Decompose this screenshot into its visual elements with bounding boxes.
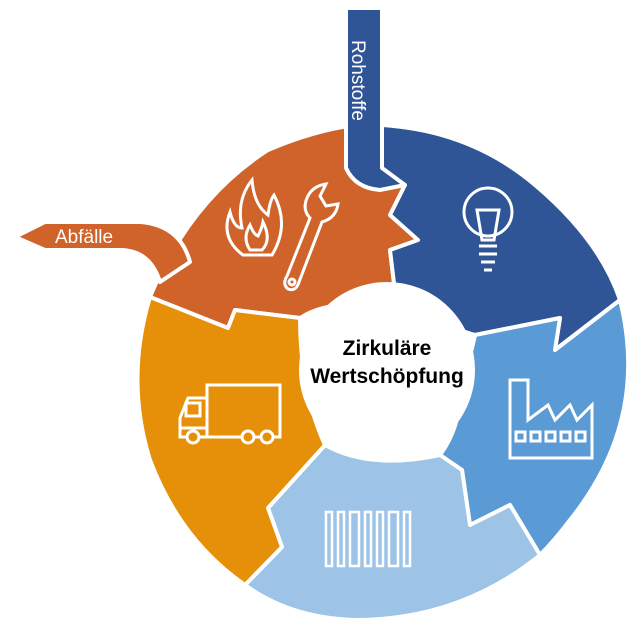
center-label-line1: Zirkuläre (343, 337, 432, 360)
input-arrow-label: Rohstoffe (347, 40, 368, 121)
wrench-icon (283, 182, 340, 292)
segment-distribution (243, 443, 542, 622)
light-bulb-icon (462, 186, 514, 272)
center-label-line2: Wertschöpfung (310, 365, 464, 388)
center-circle (299, 282, 475, 458)
output-arrow (13, 220, 192, 284)
truck-icon (178, 383, 282, 445)
barcode-icon (324, 510, 412, 568)
input-arrow (344, 6, 407, 192)
flame-icon (225, 176, 284, 257)
output-arrow-label: Abfälle (55, 227, 113, 248)
factory-icon (508, 378, 594, 460)
